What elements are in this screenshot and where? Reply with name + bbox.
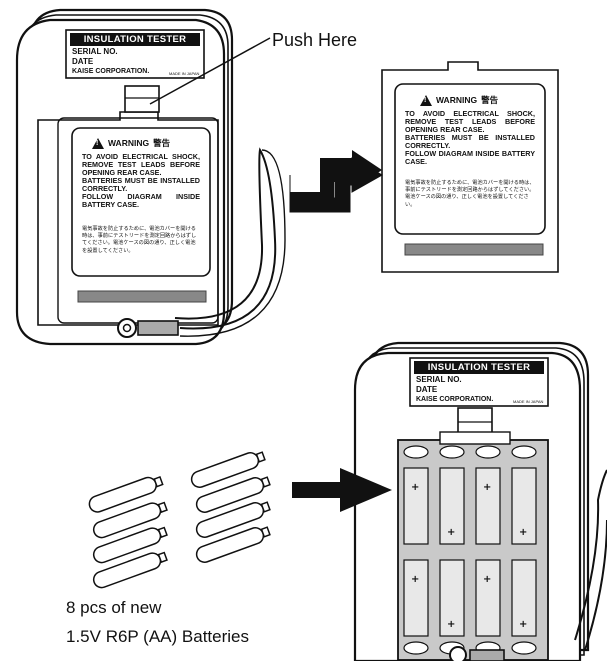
label-title: INSULATION TESTER	[414, 361, 544, 374]
svg-text:+: +	[411, 482, 419, 493]
warning-heading-jp: 警告	[481, 95, 499, 105]
warning-jp-left: 電気事故を防止するために、電池カバーを開ける時は、事前にテストリードを測定回路か…	[82, 226, 197, 254]
warning-heading-jp: 警告	[153, 138, 171, 148]
battery-count-caption: 8 pcs of new	[66, 598, 162, 617]
push-here-leader-line	[149, 37, 271, 105]
svg-text:+: +	[411, 574, 419, 585]
svg-text:+: +	[483, 574, 491, 585]
device-label-bottom: INSULATION TESTER SERIAL NO. DATE KAISE …	[410, 358, 548, 406]
label-made-in: MADE IN JAPAN	[169, 71, 200, 76]
label-date: DATE	[72, 57, 94, 66]
warning-heading-left: WARNING 警告	[92, 137, 170, 149]
polarity-marks: + + + + + + + +	[411, 482, 527, 630]
warning-heading-right: WARNING 警告	[420, 94, 498, 106]
label-maker: KAISE CORPORATION.	[416, 396, 494, 403]
warning-triangle-icon	[92, 137, 104, 149]
svg-text:+: +	[447, 619, 455, 630]
label-date: DATE	[416, 385, 438, 394]
warning-heading-text: WARNING	[436, 95, 478, 105]
push-here-callout: Push Here	[272, 30, 358, 50]
device-label-top: INSULATION TESTER SERIAL NO. DATE KAISE …	[66, 30, 204, 78]
label-maker: KAISE CORPORATION.	[72, 68, 150, 75]
label-serial: SERIAL NO.	[72, 47, 118, 56]
rear-cover-removed	[381, 61, 559, 273]
label-title: INSULATION TESTER	[70, 33, 200, 46]
label-serial: SERIAL NO.	[416, 375, 462, 384]
label-made-in: MADE IN JAPAN	[513, 399, 544, 404]
loose-batteries	[88, 451, 271, 589]
warning-triangle-icon	[420, 94, 432, 106]
svg-text:+: +	[483, 482, 491, 493]
warning-jp-right: 電気事故を防止するために、電池カバーを開ける時は、事前にテストリードを測定回路か…	[405, 180, 535, 208]
right-arrow-icon	[292, 468, 392, 512]
warning-body-left: TO AVOID ELECTRICAL SHOCK, REMOVE TEST L…	[82, 152, 200, 209]
warning-heading-text: WARNING	[108, 138, 150, 148]
svg-text:+: +	[519, 527, 527, 538]
strap-left	[174, 147, 277, 330]
warning-body-right: TO AVOID ELECTRICAL SHOCK, REMOVE TEST L…	[405, 109, 535, 166]
svg-text:+: +	[519, 619, 527, 630]
battery-holder-cells	[403, 445, 537, 655]
battery-type-caption: 1.5V R6P (AA) Batteries	[66, 627, 249, 646]
device-rear-closed	[15, 8, 234, 346]
svg-text:+: +	[447, 527, 455, 538]
